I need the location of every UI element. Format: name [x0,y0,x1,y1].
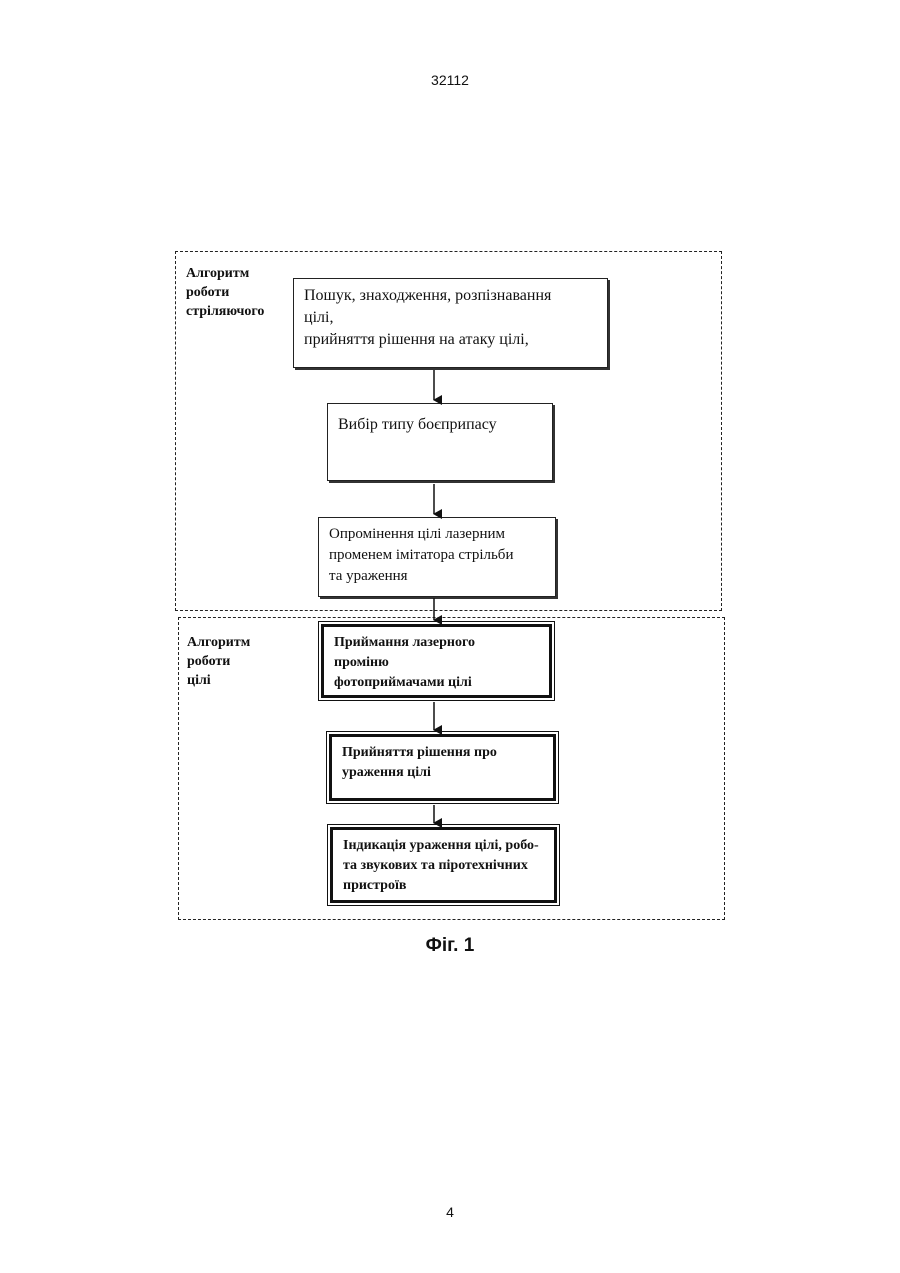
figure-caption: Фіг. 1 [0,935,900,957]
page-number: 4 [0,1204,900,1220]
